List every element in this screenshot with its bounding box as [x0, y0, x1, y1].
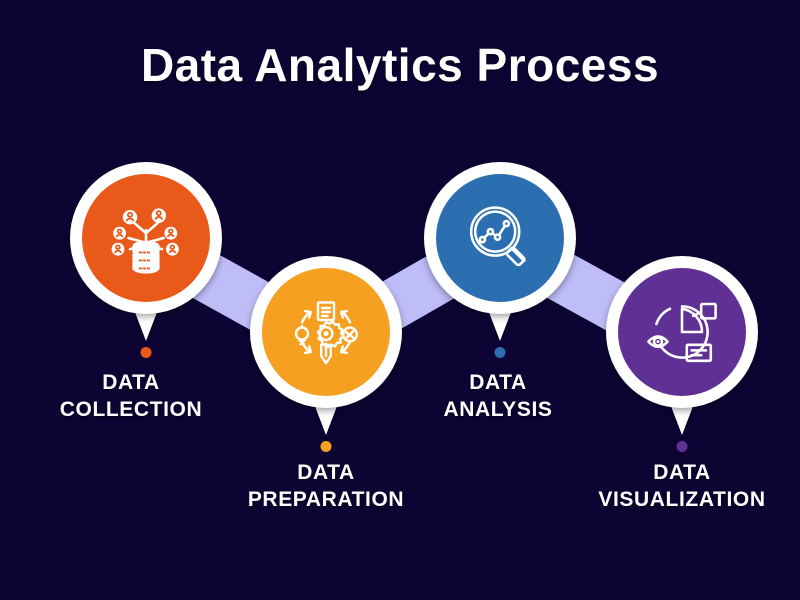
- pie-chart-eye-icon: [647, 302, 717, 363]
- pin-disc: [70, 162, 222, 314]
- pin-inner-circle: [618, 268, 746, 396]
- step-pin-data-preparation[interactable]: [250, 256, 402, 452]
- pin-disc: [606, 256, 758, 408]
- pin-inner-circle: [436, 174, 564, 302]
- gear-pencil-process-icon: [294, 301, 358, 365]
- step-pin-data-collection[interactable]: [70, 162, 222, 358]
- step-label-data-preparation: DATA PREPARATION: [247, 461, 405, 511]
- page-title: Data Analytics Process: [140, 39, 660, 91]
- ribbon-band: [146, 214, 682, 372]
- step-pin-data-visualization[interactable]: [606, 256, 758, 452]
- step-label-data-visualization: DATA VISUALIZATION: [598, 461, 766, 511]
- pin-inner-circle: [262, 268, 390, 396]
- pin-dot-icon: [494, 347, 506, 358]
- step-label-data-analysis: DATA ANALYSIS: [443, 371, 553, 421]
- database-users-network-icon: [111, 208, 179, 274]
- pin-disc: [424, 162, 576, 314]
- pin-dot-icon: [320, 441, 332, 452]
- pin-inner-circle: [82, 174, 210, 302]
- pin-dot-icon: [140, 347, 152, 358]
- step-pin-data-analysis[interactable]: [424, 162, 576, 358]
- pin-dot-icon: [676, 441, 688, 452]
- pin-disc: [250, 256, 402, 408]
- magnifier-line-chart-icon: [469, 206, 526, 267]
- step-label-data-collection: DATA COLLECTION: [59, 371, 203, 421]
